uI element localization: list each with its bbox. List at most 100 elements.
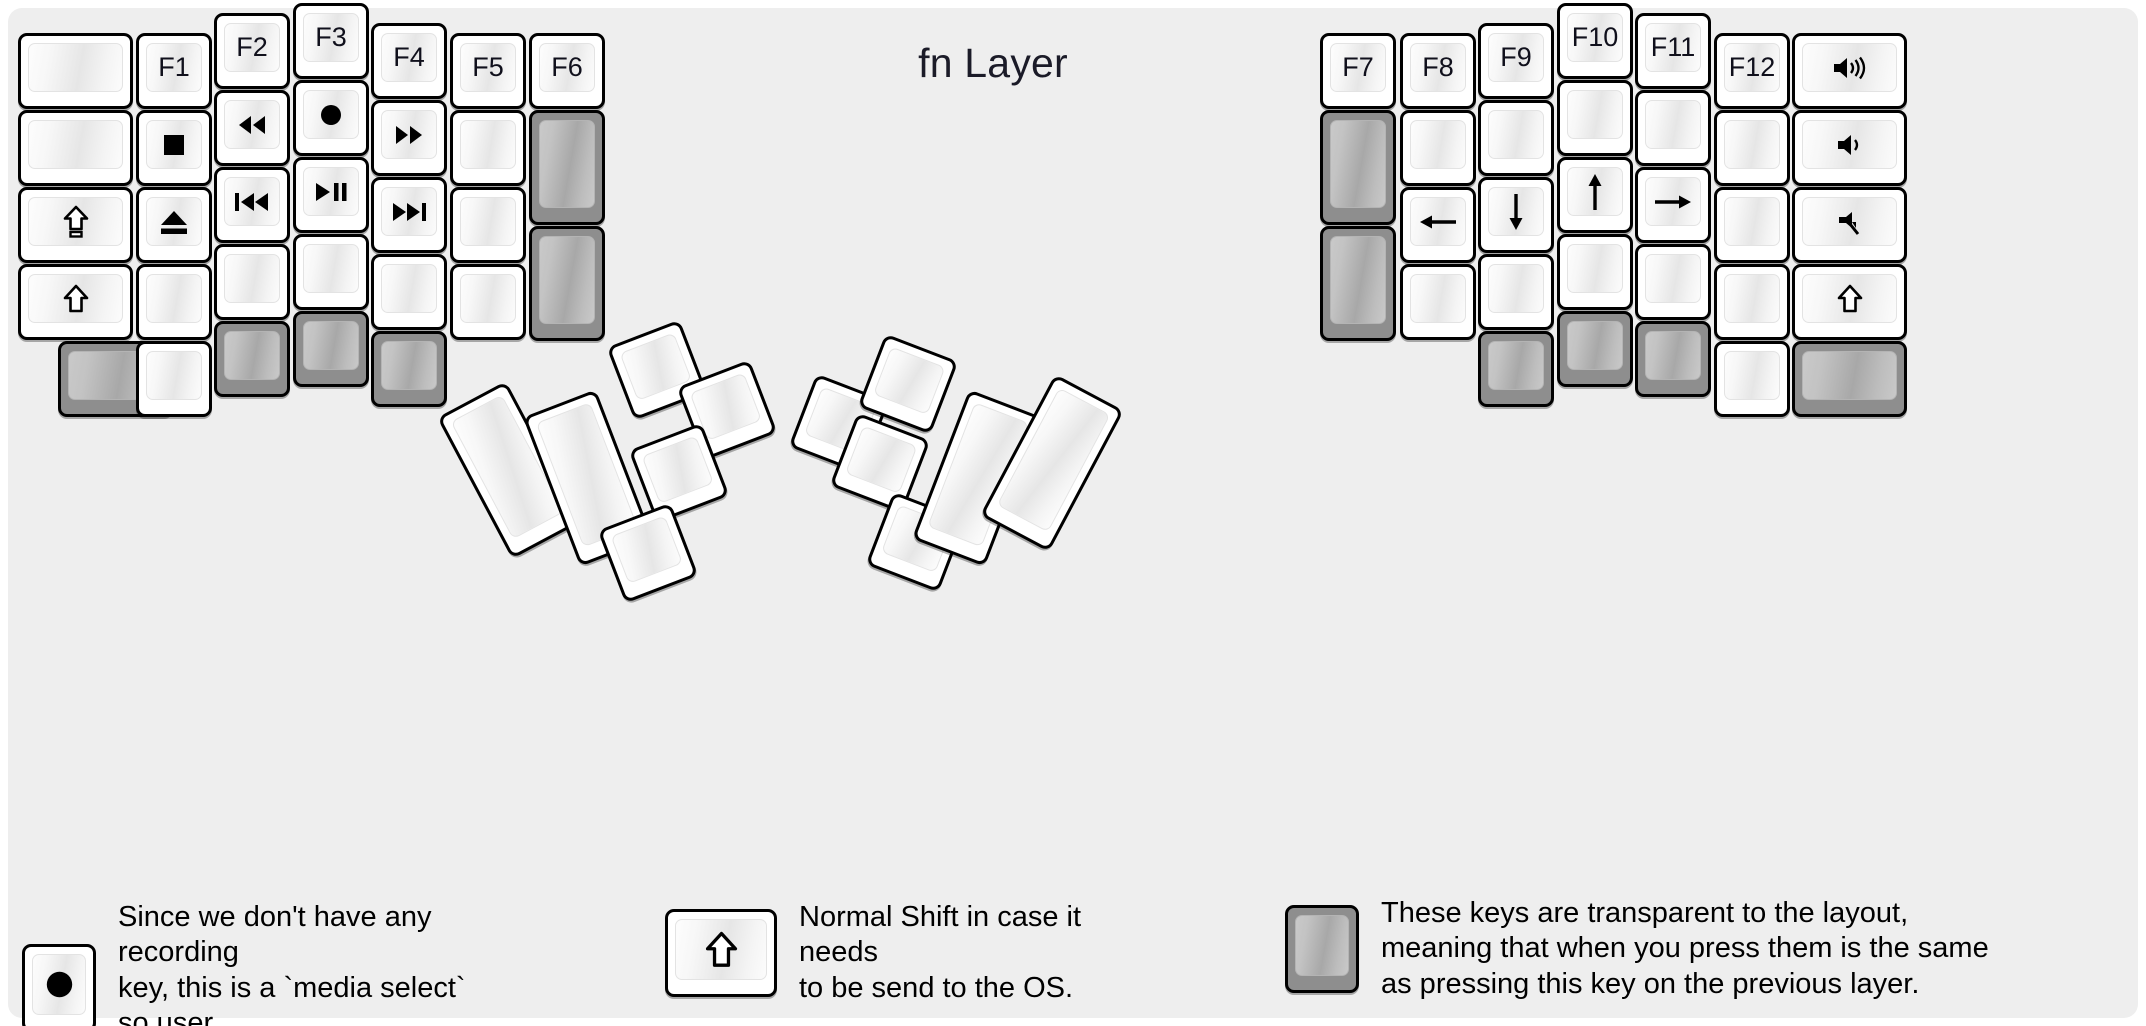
keycap-face [1645,254,1701,303]
key-volume-mute[interactable] [1792,187,1907,263]
key-media-fast-forward[interactable] [371,100,447,176]
key-media-rewind[interactable] [214,90,290,166]
media-record-icon [43,968,76,1001]
key-f11[interactable]: F11 [1635,13,1711,89]
legend-item-shift: Normal Shift in case it needs to be send… [665,900,1085,1006]
key-blank[interactable] [1478,100,1554,176]
arrow-left-icon [1417,211,1459,233]
key-blank[interactable] [1714,264,1790,340]
key-transparent[interactable] [214,321,290,397]
key-blank[interactable] [136,264,212,340]
key-blank[interactable] [1400,264,1476,340]
keycap-face [303,244,359,293]
legend-text-record: Since we don't have any recording key, t… [118,901,466,1026]
key-f9[interactable]: F9 [1478,23,1554,99]
key-blank[interactable] [1478,254,1554,330]
keycap-face [460,120,516,169]
key-blank[interactable] [1714,110,1790,186]
key-f1[interactable]: F1 [136,33,212,109]
key-blank[interactable] [371,254,447,330]
key-shift[interactable] [18,264,133,340]
key-transparent[interactable] [529,110,605,225]
key-blank[interactable] [1714,187,1790,263]
key-f10[interactable]: F10 [1557,3,1633,79]
keycap-face [146,197,202,246]
key-shift[interactable] [1792,264,1907,340]
key-label: F7 [1342,52,1374,82]
key-transparent[interactable] [1320,110,1396,225]
key-blank[interactable] [293,234,369,310]
keycap-face [1567,90,1623,139]
keycap-face [1330,236,1386,324]
keycap-face [1802,120,1897,169]
key-arrow-down[interactable] [1478,177,1554,253]
key-f5[interactable]: F5 [450,33,526,109]
key-label: F9 [1500,42,1532,72]
key-transparent[interactable] [1635,321,1711,397]
keycap-face: F6 [539,43,595,92]
key-arrow-right[interactable] [1635,167,1711,243]
key-f3[interactable]: F3 [293,3,369,79]
key-blank[interactable] [18,110,133,186]
key-blank[interactable] [1400,110,1476,186]
keycap-face [1802,43,1897,92]
key-blank[interactable] [1635,90,1711,166]
keycap-face [539,120,595,208]
key-f12[interactable]: F12 [1714,33,1790,109]
key-media-eject[interactable] [136,187,212,263]
key-blank[interactable] [450,110,526,186]
key-blank[interactable] [1557,234,1633,310]
key-transparent[interactable] [1557,311,1633,387]
key-blank[interactable] [136,341,212,417]
key-label: F5 [472,52,504,82]
key-blank[interactable] [1557,80,1633,156]
keycap-face: F10 [1567,13,1623,62]
key-media-previous[interactable] [214,167,290,243]
volume-down-icon [1835,131,1865,159]
key-f8[interactable]: F8 [1400,33,1476,109]
legend-key-record [22,944,96,1026]
keycap-face [539,236,595,324]
key-label: F11 [1650,32,1696,62]
key-media-play-pause[interactable] [293,157,369,233]
media-stop-icon [161,132,187,158]
legend-item-transparent: These keys are transparent to the layout… [1285,896,2115,1002]
key-blank[interactable] [214,244,290,320]
legend-key-transparent [1285,905,1359,994]
key-transparent[interactable] [293,311,369,387]
keycap-face [28,120,123,169]
key-media-record[interactable] [293,80,369,156]
key-shift-caps[interactable] [18,187,133,263]
key-blank[interactable] [1635,244,1711,320]
keycap-face: F9 [1488,33,1544,82]
key-transparent[interactable] [1320,226,1396,341]
shift-icon [1837,284,1863,314]
key-media-stop[interactable] [136,110,212,186]
legend-key-record-cap [32,954,86,1016]
key-transparent[interactable] [1478,331,1554,407]
keycap-face [1488,264,1544,313]
key-label: F6 [551,52,583,82]
key-blank[interactable] [18,33,133,109]
key-blank[interactable] [1714,341,1790,417]
key-media-next[interactable] [371,177,447,253]
key-f6[interactable]: F6 [529,33,605,109]
key-volume-down[interactable] [1792,110,1907,186]
key-transparent[interactable] [371,331,447,407]
key-volume-up[interactable] [1792,33,1907,109]
keycap-face [1645,100,1701,149]
key-arrow-left[interactable] [1400,187,1476,263]
keycap-face [1567,244,1623,293]
key-blank[interactable] [450,187,526,263]
key-arrow-up[interactable] [1557,157,1633,233]
key-f4[interactable]: F4 [371,23,447,99]
key-f7[interactable]: F7 [1320,33,1396,109]
keycap-face [1488,187,1544,236]
arrow-down-icon [1505,191,1527,233]
keycap-face [460,274,516,323]
key-blank[interactable] [450,264,526,340]
keycap-face: F5 [460,43,516,92]
key-transparent[interactable] [1792,341,1907,417]
key-transparent[interactable] [529,226,605,341]
key-f2[interactable]: F2 [214,13,290,89]
